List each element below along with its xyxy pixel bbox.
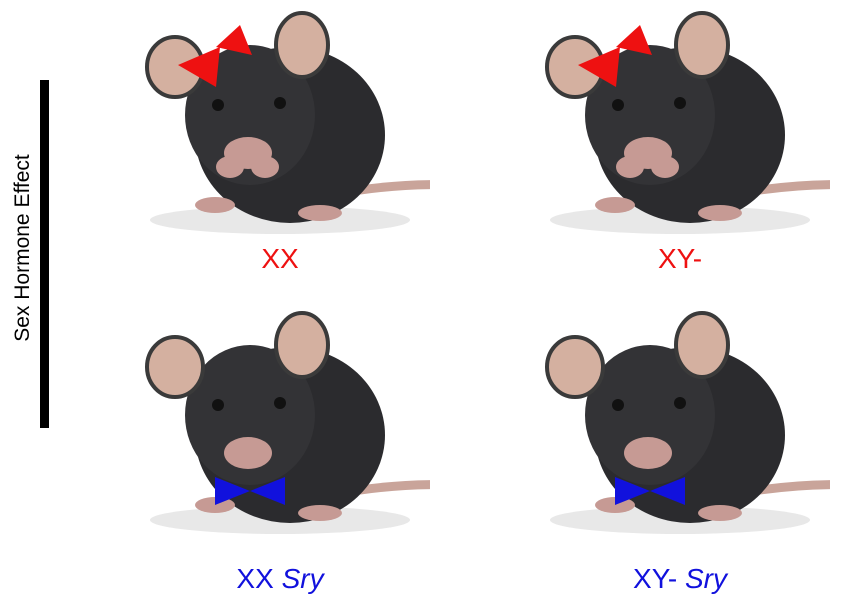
genotype-text: XX [236,563,273,594]
mouse-image [130,305,430,545]
genotype-text: XY- [633,563,677,594]
panel-xy-minus: XY- [530,5,830,295]
axis-bar [40,80,49,428]
panel-xx-sry: XX Sry [130,305,430,595]
sry-suffix: Sry [685,563,727,594]
sry-suffix: Sry [282,563,324,594]
genotype-label: XY- [530,243,830,275]
genotype-text: XY- [658,243,702,274]
sex-hormone-effect-label: Sex Hormone Effect [11,154,35,342]
genotype-label: XX Sry [130,563,430,595]
panel-xy-minus-sry: XY- Sry [530,305,830,595]
mouse-image [530,305,830,545]
panel-xx: XX [130,5,430,295]
genotype-label: XX [130,243,430,275]
genotype-text: XX [261,243,298,274]
mouse-image [130,5,430,245]
genotype-label: XY- Sry [530,563,830,595]
mouse-image [530,5,830,245]
